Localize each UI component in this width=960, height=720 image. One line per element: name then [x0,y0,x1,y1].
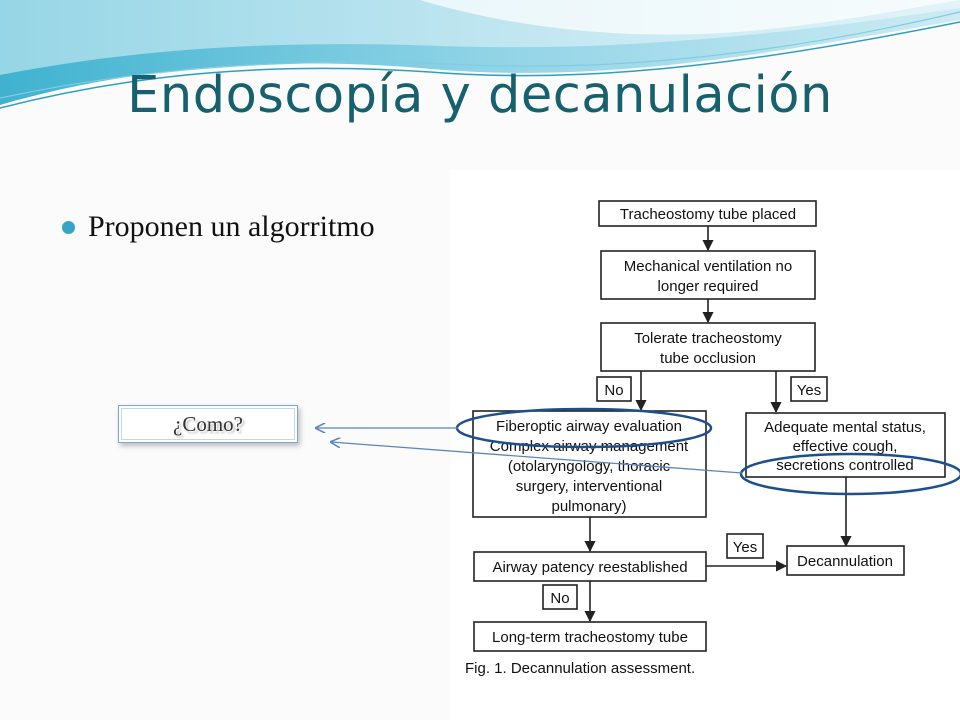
flowchart-connectors [584,226,852,623]
node-placed-box [598,200,817,227]
bullet-icon [62,220,75,234]
node-patency-box [473,551,707,582]
slide-title: Endoscopía y decanulación [127,66,833,125]
label-yes-2: Yes [733,539,757,556]
node-adequate-box [745,412,946,478]
label-yes-2-box [726,533,764,559]
bullet-text: Proponen un algorritmo [88,210,375,243]
node-adequate-text: Adequate mental status,effective cough,s… [764,419,926,474]
node-decannulation-box [786,545,905,576]
node-placed-text: Tracheostomy tube placed [620,206,796,223]
node-patency-text: Airway patency reestablished [492,559,687,576]
callout-arrow-2 [331,442,743,474]
node-longterm-box [473,621,707,652]
bullet-item: Proponen un algorritmo [62,210,375,244]
node-longterm-text: Long-term tracheostomy tube [492,629,688,646]
label-no-1-box [596,376,632,402]
highlight-ellipse-secretions [739,452,960,496]
flowchart-boxes [472,200,946,652]
label-yes-1-box [790,376,828,402]
wave-decoration [0,0,960,109]
node-vent-box [600,250,816,300]
node-tolerate-box [600,322,816,372]
node-fiberoptic-box [472,410,707,518]
label-yes-1: Yes [797,382,821,399]
figure-caption: Fig. 1. Decannulation assessment. [465,660,696,677]
label-no-1: No [604,382,623,399]
label-no-2: No [550,590,569,607]
node-decannulation-text: Decannulation [797,553,893,570]
callout-box: ¿Como? [118,405,298,443]
label-no-2-box [542,584,578,610]
